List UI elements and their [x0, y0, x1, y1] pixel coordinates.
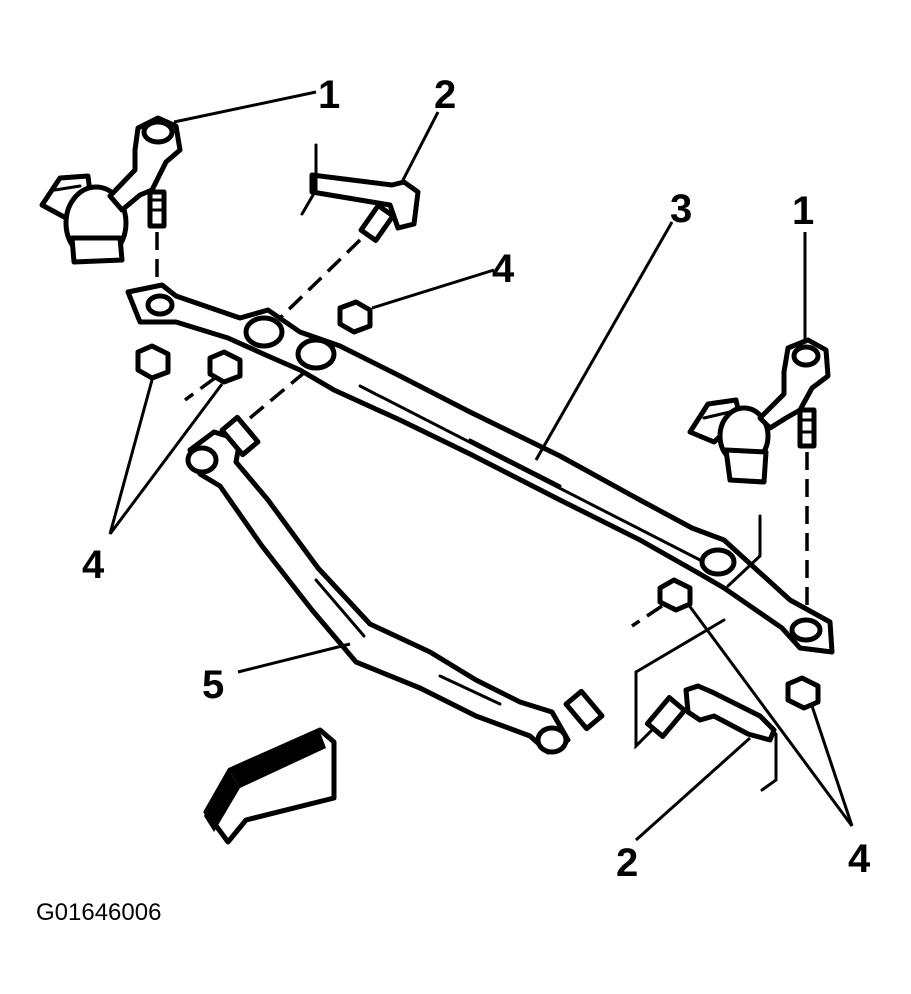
nut-upper: [337, 299, 373, 335]
tie-rod: [185, 414, 605, 755]
alignment-line-tierod: [248, 370, 307, 420]
callout-1-pitman-arm: 1: [318, 73, 340, 117]
nut-left-1: [135, 343, 171, 381]
callout-1-idler-arm: 1: [792, 189, 814, 233]
callout-4-right-nuts: 4: [848, 837, 871, 881]
nut-left-2: [207, 349, 243, 385]
arrow-front-of-vehicle-icon: [203, 727, 337, 845]
pitman-arm-left: [39, 115, 183, 265]
callout-3-relay-rod: 3: [670, 187, 692, 231]
callout-4-left-nuts: 4: [82, 543, 105, 587]
figure-code: G01646006: [36, 899, 161, 926]
callout-2-upper-tie-rod-end: 2: [434, 73, 456, 117]
alignment-line-upper-tierod: [276, 238, 362, 322]
callout-5-tie-rod: 5: [202, 663, 224, 707]
alignment-line-nut-right: [631, 604, 663, 628]
callout-4-upper-nut: 4: [492, 247, 515, 291]
leader-lines: [108, 90, 854, 842]
tie-rod-end-lower: [634, 514, 778, 792]
tie-rod-end-upper: [300, 143, 421, 243]
nut-right-1: [657, 577, 693, 613]
alignment-line-nut-left: [183, 376, 217, 402]
relay-rod: [125, 282, 835, 655]
callout-2-lower-tie-rod-end: 2: [616, 841, 638, 885]
nut-right-2: [785, 675, 821, 711]
